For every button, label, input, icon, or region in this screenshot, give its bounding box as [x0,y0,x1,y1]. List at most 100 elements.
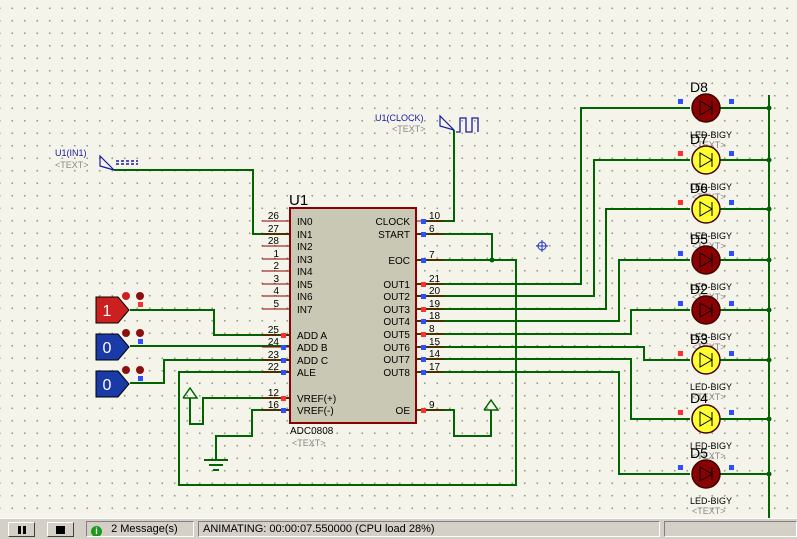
led-type-label: LED-BIGY [690,231,732,241]
wire-oe [417,409,492,437]
pin-state-marker [678,151,683,156]
logic-state-3[interactable] [95,370,130,398]
logic-state-2[interactable] [95,333,130,361]
chip-pin-number: 20 [429,286,441,297]
junction-dot [489,257,495,263]
simulation-status: ANIMATING: 00:00:07.550000 (CPU load 28%… [198,521,660,537]
status-bar: i 2 Message(s) ANIMATING: 00:00:07.55000… [0,518,797,539]
led-d6-body[interactable] [691,194,721,224]
led-d2-body[interactable] [691,295,721,325]
chip-pin-name: IN5 [297,280,313,291]
chip-ref-label: U1 [289,192,308,209]
junction-dot [766,105,772,111]
wire-out7 [417,358,690,420]
wire-vref-plus [189,397,290,425]
led-diode-icon [699,302,713,318]
chip-pin-number: 5 [273,299,279,310]
chip-pin-name: OUT1 [383,280,410,291]
led-d7-body[interactable] [691,145,721,175]
junction-dot [766,471,772,477]
pin-state-marker [421,370,426,375]
pin-state-marker [729,99,734,104]
chip-pin-number: 18 [429,311,441,322]
generator-in1-icon[interactable] [99,154,115,171]
led-d8-body[interactable] [691,93,721,123]
chip-pin-number: 24 [268,337,280,348]
led-d5-body[interactable] [691,459,721,489]
wire-adda [130,309,290,336]
chip-pin-name: ALE [297,368,316,379]
led-type-label: LED-BIGY [690,282,732,292]
led-ref-label: D6 [690,180,708,196]
chip-pin-name: ADD B [297,343,328,354]
pin-state-marker [421,319,426,324]
chip-pin-number: 15 [429,337,441,348]
pin-state-marker [729,151,734,156]
logic-state-value: 0 [103,377,112,394]
pin-state-marker [421,332,426,337]
led-d5-body[interactable] [691,245,721,275]
pause-button[interactable] [8,522,35,537]
led-text-placeholder: <TEXT> [692,140,726,150]
chip-pin-name: EOC [388,256,410,267]
wire-out5 [417,309,690,335]
led-text-placeholder: <TEXT> [692,451,726,461]
wire-out2 [417,159,690,297]
chip-pin-name: VREF(-) [297,406,334,417]
pin-state-marker [421,219,426,224]
pin-state-marker [729,200,734,205]
chip-pin-name: OUT6 [383,343,410,354]
wire-out4 [417,259,690,322]
chip-pin-name: IN3 [297,255,313,266]
pin-state-marker [138,339,143,344]
clock-waveform-icon [456,117,479,133]
pin-state-marker [729,465,734,470]
pin-state-marker [678,301,683,306]
chip-pin-number: 2 [273,261,279,272]
chip-pin-number: 7 [429,250,435,261]
generator-clock-icon[interactable] [439,114,455,131]
chip-pin-number: 6 [429,224,435,235]
led-ref-label: D5 [690,445,708,461]
chip-pin-name: IN0 [297,217,313,228]
led-d4-body[interactable] [691,404,721,434]
logic-probe-dot [136,292,144,300]
logic-probe-dot [122,366,130,374]
led-diode-icon [699,100,713,116]
led-ref-label: D5 [690,231,708,247]
wire-out6 [417,346,690,361]
wire-out3 [417,208,690,310]
pin-state-marker [421,345,426,350]
chip-pin-number: 25 [268,325,280,336]
pin-state-marker [678,251,683,256]
wire-in1 [114,169,290,235]
chip-pin-number: 26 [268,211,280,222]
pin-state-marker [281,408,286,413]
wire-eoc-ale [178,259,517,486]
pin-state-marker [421,307,426,312]
pin-state-marker [729,410,734,415]
messages-panel[interactable]: i 2 Message(s) [86,521,194,537]
logic-state-1[interactable] [95,296,130,324]
led-diode-icon [699,201,713,217]
led-d3-body[interactable] [691,345,721,375]
junction-dot [766,307,772,313]
chip-pin-number: 21 [429,274,441,285]
pin-state-marker [281,345,286,350]
stop-button[interactable] [47,522,74,537]
chip-pin-name: OUT4 [383,317,410,328]
pin-state-marker [678,351,683,356]
junction-dot [766,257,772,263]
wire-clock [426,130,455,222]
led-diode-icon [699,411,713,427]
chip-pin-name: OE [396,406,411,417]
chip-pin-number: 1 [273,249,279,260]
chip-pin-number: 8 [429,324,435,335]
schematic-drawing[interactable]: U1ADC0808<TEXT>26IN027IN128IN21IN32IN43I… [0,0,797,518]
junction-dot [766,357,772,363]
chip-body[interactable] [289,207,417,424]
info-icon: i [91,526,102,536]
generator-clock-label: U1(CLOCK) [375,113,424,123]
led-diode-icon [699,466,713,482]
